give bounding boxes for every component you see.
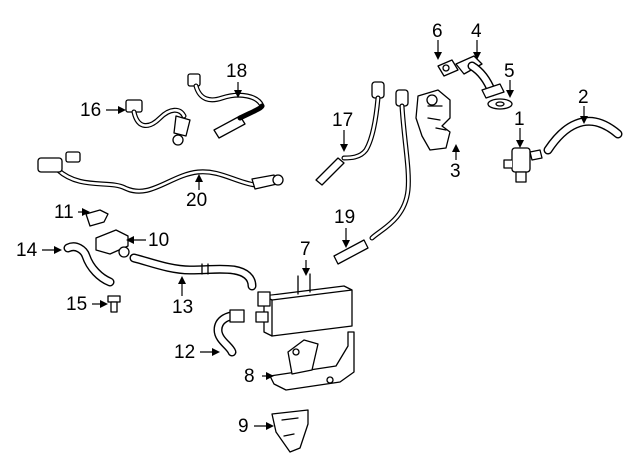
callout-10: 10 xyxy=(148,230,170,251)
callout-3: 3 xyxy=(450,161,461,182)
callout-14: 14 xyxy=(16,240,38,261)
part-5-gasket xyxy=(487,98,513,110)
callout-1: 1 xyxy=(514,109,525,130)
part-12-hose xyxy=(213,309,245,357)
callout-13: 13 xyxy=(172,297,194,318)
part-9-shield xyxy=(271,409,309,453)
callout-20: 20 xyxy=(186,190,208,211)
callout-19: 19 xyxy=(334,207,356,228)
part-3-purge-valve xyxy=(415,89,451,151)
part-16-oxygen-sensor xyxy=(125,99,191,146)
part-14-hose xyxy=(63,242,115,287)
part-13-hose xyxy=(129,253,257,291)
part-4-pipe xyxy=(455,55,505,99)
part-1-solenoid-valve xyxy=(503,147,543,183)
callout-15: 15 xyxy=(66,294,88,315)
callout-7: 7 xyxy=(300,239,311,260)
callout-11: 11 xyxy=(54,202,74,223)
part-2-hose xyxy=(543,116,623,155)
part-15-bolt xyxy=(107,295,121,313)
callout-6: 6 xyxy=(432,21,443,42)
part-8-canister-bracket xyxy=(269,331,355,391)
part-18-oxygen-sensor xyxy=(187,73,265,139)
part-6-gasket xyxy=(437,59,459,77)
part-7-vapor-canister xyxy=(255,273,353,337)
part-20-oxygen-sensor-harness xyxy=(37,151,284,194)
callout-18: 18 xyxy=(226,61,248,82)
part-19-oxygen-sensor xyxy=(333,89,411,265)
callout-5: 5 xyxy=(504,61,515,82)
callout-4: 4 xyxy=(471,21,482,42)
callout-8: 8 xyxy=(244,366,255,387)
callout-17: 17 xyxy=(332,110,354,131)
leader-lines xyxy=(42,40,588,430)
callout-16: 16 xyxy=(80,100,102,121)
part-11-bracket xyxy=(85,209,109,227)
callout-2: 2 xyxy=(578,87,589,108)
part-10-valve xyxy=(95,229,130,258)
callout-12: 12 xyxy=(174,342,196,363)
part-17-oxygen-sensor xyxy=(315,81,385,186)
callout-9: 9 xyxy=(238,416,249,437)
